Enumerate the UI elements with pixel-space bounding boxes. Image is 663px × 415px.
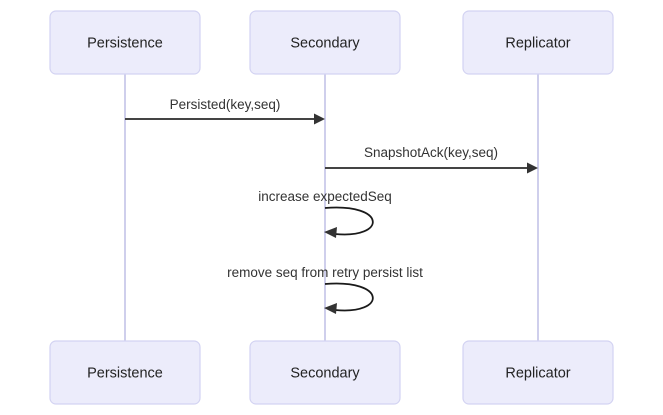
participant-label: Replicator (505, 365, 570, 381)
self-loop-path (324, 282, 374, 312)
participant-label: Secondary (290, 365, 360, 381)
participant-replicator-top[interactable]: Replicator (462, 10, 614, 75)
participant-box (249, 340, 401, 405)
self-loop-path (324, 206, 374, 236)
participant-label: Persistence (87, 35, 163, 51)
message-label: remove seq from retry persist list (227, 265, 423, 280)
message-label: SnapshotAck(key,seq) (364, 145, 498, 160)
arrowhead-icon (324, 303, 337, 314)
participant-persistence-bottom[interactable]: Persistence (49, 340, 201, 405)
message-msg-increase-expected-seq[interactable]: increase expectedSeq (258, 189, 392, 238)
participant-label: Replicator (505, 35, 570, 51)
participant-box (249, 10, 401, 75)
message-msg-remove-seq[interactable]: remove seq from retry persist list (227, 265, 423, 314)
participant-persistence-top[interactable]: Persistence (49, 10, 201, 75)
message-label: increase expectedSeq (258, 189, 392, 204)
participant-box (49, 340, 201, 405)
participant-secondary-bottom[interactable]: Secondary (249, 340, 401, 405)
arrowhead-icon (324, 227, 337, 238)
message-msg-persisted[interactable]: Persisted(key,seq) (125, 97, 325, 125)
participant-box (49, 10, 201, 75)
arrowhead-icon (527, 162, 538, 174)
message-label: Persisted(key,seq) (170, 97, 281, 112)
participant-secondary-top[interactable]: Secondary (249, 10, 401, 75)
messages-group: Persisted(key,seq) SnapshotAck(key,seq) in… (125, 97, 538, 314)
participant-box (462, 340, 614, 405)
participant-label: Secondary (290, 35, 360, 51)
participant-replicator-bottom[interactable]: Replicator (462, 340, 614, 405)
participants-group: PersistencePersistenceSecondarySecondary… (49, 10, 614, 405)
participant-box (462, 10, 614, 75)
participant-label: Persistence (87, 365, 163, 381)
message-msg-snapshot-ack[interactable]: SnapshotAck(key,seq) (325, 145, 538, 174)
arrowhead-icon (314, 113, 325, 125)
